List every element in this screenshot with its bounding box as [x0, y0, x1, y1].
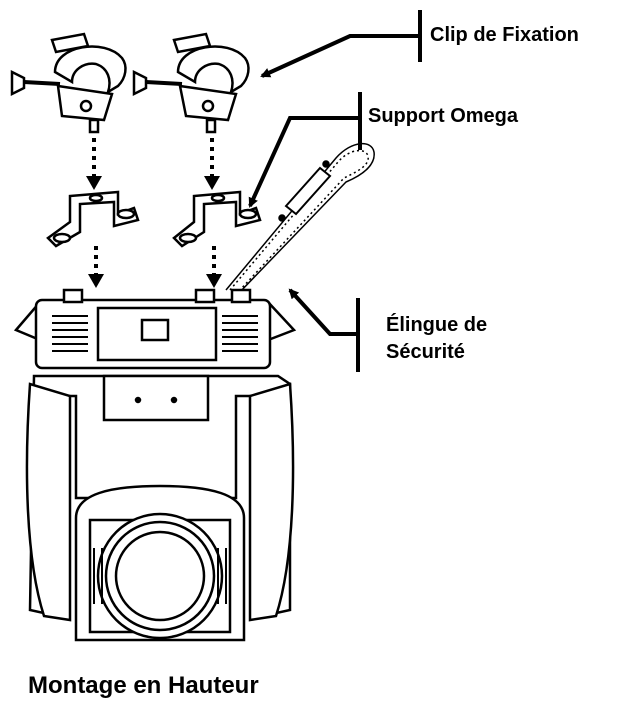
arrow-head-clamp-right — [204, 176, 220, 190]
label-arrows — [248, 10, 422, 372]
safety-cable-icon — [225, 143, 375, 295]
label-elingue-line2: Sécurité — [386, 341, 465, 363]
moving-head-fixture-icon — [13, 288, 297, 642]
label-support-omega: Support Omega — [368, 105, 519, 127]
label-elingue-line1: Élingue de — [386, 314, 488, 336]
arrow-head-omega-left — [88, 274, 104, 288]
omega-bracket-icon-right — [172, 190, 262, 248]
arrow-head-clamp-left — [86, 176, 102, 190]
clamp-icon-right — [132, 32, 250, 134]
clamp-icon-left — [10, 32, 127, 134]
label-clip-de-fixation: Clip de Fixation — [430, 24, 579, 46]
omega-bracket-icon-left — [46, 190, 140, 248]
arrow-head-omega-right — [206, 274, 222, 288]
diagram-caption: Montage en Hauteur — [28, 672, 259, 699]
